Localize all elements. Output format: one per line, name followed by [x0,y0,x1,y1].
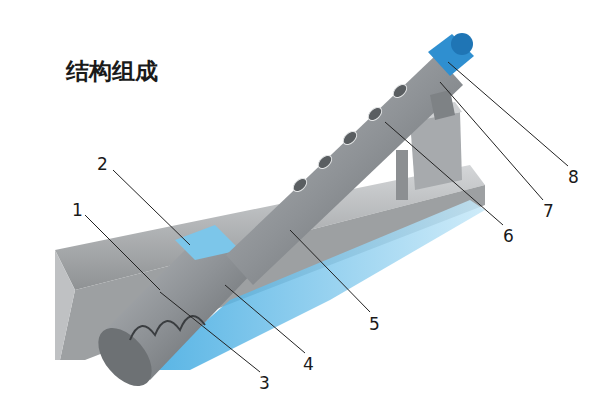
callout-number: 5 [369,314,380,334]
support-leg [396,150,408,200]
callout-number: 7 [543,201,554,221]
callout-number: 3 [259,373,270,393]
callout-number: 8 [568,167,579,187]
callout-number: 2 [97,154,108,174]
conveyor-tube [226,55,463,285]
motor-cap [451,33,473,55]
callout-number: 6 [503,226,514,246]
leader-lines [85,62,568,372]
callout-number: 1 [72,200,83,220]
drive-motor [428,34,474,76]
callout-number: 4 [303,354,314,374]
channel-end [55,250,75,360]
diagram-title: 结构组成 [66,56,158,87]
